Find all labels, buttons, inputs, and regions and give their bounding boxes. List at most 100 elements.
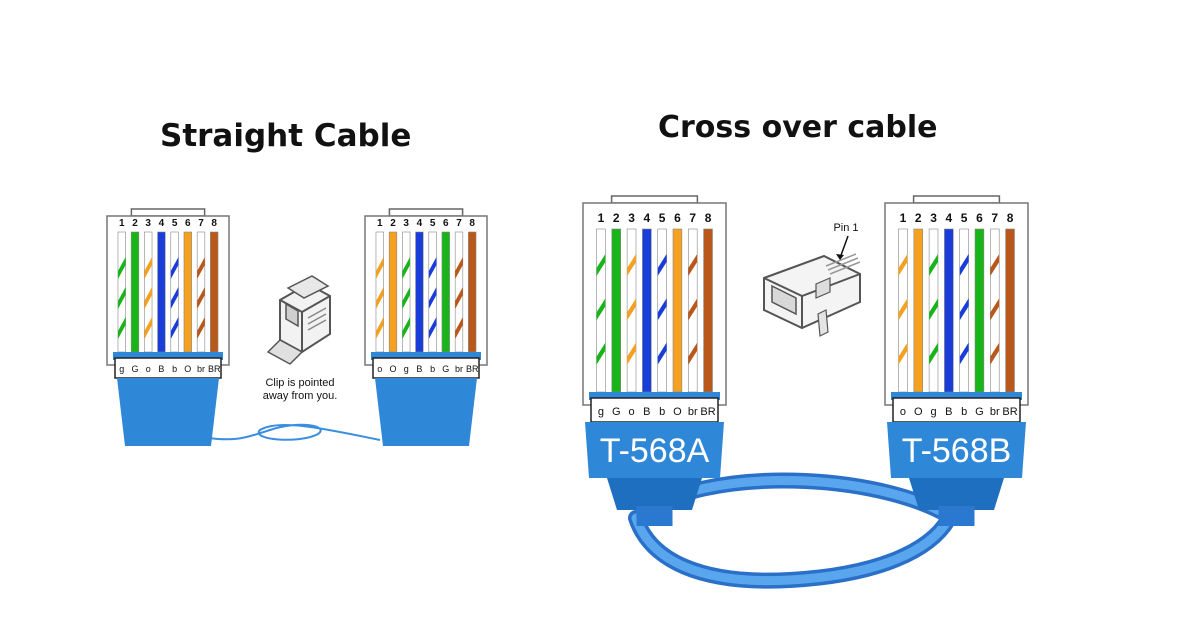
clip-note-line1: Clip is pointed <box>265 377 334 389</box>
wire-G <box>974 228 985 393</box>
rj45-plug-icon <box>266 275 331 365</box>
wire-stripe <box>428 287 437 309</box>
wire-O <box>672 228 683 393</box>
pin-number: 8 <box>1007 211 1014 225</box>
color-code: b <box>430 364 435 374</box>
wire-stripe <box>596 298 606 321</box>
standard-label: T-568A <box>600 432 710 470</box>
wire-G <box>611 228 621 393</box>
wire-stripe <box>144 317 153 339</box>
wire-BR <box>1005 228 1015 393</box>
connector-latch <box>912 195 1001 204</box>
wire-stripe <box>402 317 411 339</box>
wire-BR <box>210 231 219 353</box>
wire-stripe <box>117 317 126 339</box>
wire-stripe <box>929 298 938 321</box>
wire-stripe <box>688 342 698 365</box>
pin-number: 8 <box>705 211 712 225</box>
pin-number: 6 <box>674 211 681 225</box>
connector-latch <box>130 208 206 217</box>
color-code-box <box>590 397 719 423</box>
connector-body <box>582 202 727 406</box>
wire-BR <box>703 228 713 393</box>
wire-stripe <box>929 342 938 365</box>
pin-number: 1 <box>119 218 125 229</box>
wire-stripe <box>959 342 969 365</box>
color-code: B <box>416 364 422 374</box>
wire-stripe <box>402 287 411 309</box>
wire-BR <box>468 231 477 353</box>
pin-number: 2 <box>390 218 396 229</box>
boot <box>375 378 477 446</box>
wire-stripe <box>197 257 205 279</box>
boot-strain-relief <box>607 478 702 510</box>
pin-number: 4 <box>644 211 651 225</box>
boot-top <box>891 392 1022 400</box>
boot <box>585 422 724 478</box>
boot-top <box>589 392 720 400</box>
wire-stripe <box>898 254 908 276</box>
wire-stripe <box>990 254 1000 276</box>
color-code: G <box>612 406 621 418</box>
cable-end <box>938 506 975 526</box>
wire-stripe <box>959 298 969 321</box>
connector-body <box>884 202 1029 406</box>
connector-body <box>106 215 230 366</box>
boot-strain-relief <box>909 478 1004 510</box>
wire-stripe <box>455 257 463 279</box>
pin-number: 6 <box>976 211 983 225</box>
color-code: br <box>197 364 205 374</box>
wire-stripe <box>197 317 205 339</box>
wire-B <box>157 231 166 353</box>
wire-stripe <box>455 287 463 309</box>
wire-stripe <box>455 317 463 339</box>
pin-number: 5 <box>430 218 436 229</box>
color-code: BR <box>208 364 221 374</box>
color-code: B <box>158 364 164 374</box>
color-code: o <box>146 364 151 374</box>
crossover-cable-title: Cross over cable <box>658 110 938 145</box>
wire-B <box>642 228 652 393</box>
wire-stripe <box>170 287 179 309</box>
wire-stripe <box>657 342 667 365</box>
color-code: o <box>900 406 906 418</box>
color-code: b <box>172 364 177 374</box>
straight-cable-title: Straight Cable <box>160 118 412 154</box>
pin-number: 3 <box>145 218 151 229</box>
wire-stripe <box>596 342 606 365</box>
pin-number: 6 <box>185 218 191 229</box>
wire-stripe <box>402 257 411 279</box>
pin-number: 7 <box>198 218 204 229</box>
pin-number: 5 <box>961 211 968 225</box>
wire-stripe <box>688 254 698 276</box>
color-code: o <box>628 406 634 418</box>
pin-number: 7 <box>991 211 998 225</box>
pin-number: 2 <box>915 211 922 225</box>
pin-number: 4 <box>159 218 165 229</box>
wire-stripe <box>990 298 1000 321</box>
color-code: B <box>643 406 650 418</box>
wire-B <box>415 231 424 353</box>
wire-stripe <box>688 298 698 321</box>
rj45-plug-icon <box>763 253 861 337</box>
pin-number: 1 <box>598 211 605 225</box>
wire-B <box>944 228 954 393</box>
color-code: G <box>131 364 138 374</box>
pin-number: 2 <box>613 211 620 225</box>
color-code: g <box>598 406 604 418</box>
wire-stripe <box>197 287 205 309</box>
color-code: br <box>990 406 1000 418</box>
wire-stripe <box>375 257 384 279</box>
wire-stripe <box>657 298 667 321</box>
pin-number: 6 <box>443 218 449 229</box>
wire-stripe <box>627 254 636 276</box>
color-code: b <box>961 406 967 418</box>
color-code: o <box>377 364 382 374</box>
wire-stripe <box>117 287 126 309</box>
pin-number: 3 <box>930 211 937 225</box>
color-code: br <box>688 406 698 418</box>
